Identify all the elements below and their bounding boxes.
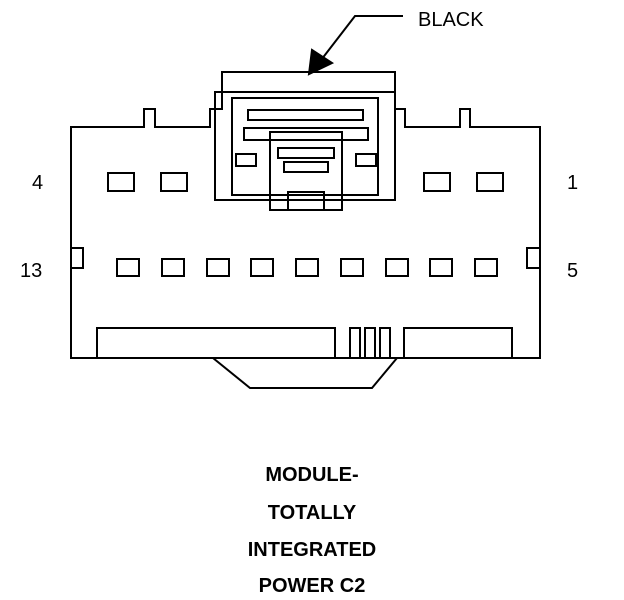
pin-cavity-top — [160, 172, 188, 192]
pin-cavity-bottom — [429, 258, 453, 277]
bottom-key-tab — [210, 357, 400, 389]
pin-cavity-top — [423, 172, 451, 192]
connector-color-label: BLACK — [418, 9, 484, 31]
pin-cavity-top — [476, 172, 504, 192]
pin-cavity-bottom — [385, 258, 409, 277]
caption-line-3: INTEGRATED — [247, 539, 377, 561]
color-callout-leader — [307, 15, 403, 76]
callout-arrowhead — [307, 48, 335, 76]
pin-label-5: 5 — [567, 260, 579, 282]
pin-row-bottom — [116, 258, 498, 277]
pin-cavity-bottom — [474, 258, 498, 277]
pin-label-13: 13 — [20, 260, 43, 282]
connector-body — [70, 71, 541, 359]
pin-label-4: 4 — [32, 172, 44, 194]
pin-cavity-bottom — [295, 258, 319, 277]
pin-cavity-bottom — [250, 258, 274, 277]
pin-cavity-top — [107, 172, 135, 192]
pin-cavity-bottom — [206, 258, 230, 277]
caption-line-2: TOTALLY — [267, 502, 357, 524]
pin-cavity-bottom — [116, 258, 140, 277]
left-side-notch — [70, 247, 84, 269]
bottom-rails — [96, 327, 513, 359]
pin-label-1: 1 — [567, 172, 579, 194]
pin-cavity-bottom — [161, 258, 185, 277]
pin-cavity-bottom — [340, 258, 364, 277]
caption-line-1: MODULE- — [265, 464, 359, 486]
pin-row-top — [107, 172, 504, 192]
connector-latch — [214, 91, 396, 211]
right-side-notch — [526, 247, 541, 269]
caption-line-4: POWER C2 — [258, 575, 366, 597]
